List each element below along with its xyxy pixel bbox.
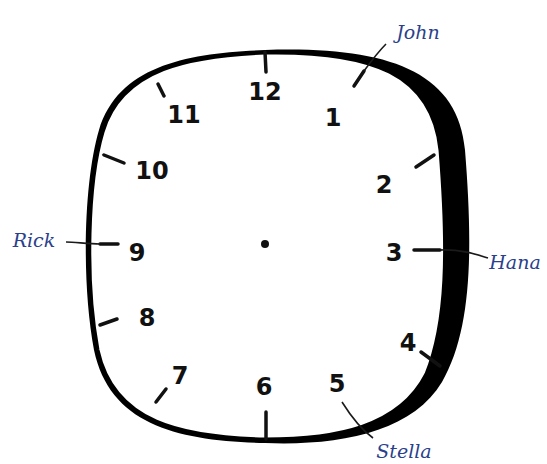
leader-lines <box>66 44 488 438</box>
clock-number: 3 <box>386 241 403 265</box>
clock-number: 9 <box>129 241 146 265</box>
clock-number: 8 <box>139 306 156 330</box>
person-name: Stella <box>376 442 431 461</box>
tick-marks <box>100 52 440 439</box>
clock-number: 6 <box>256 375 273 399</box>
clock-number: 1 <box>325 106 342 130</box>
clock-number: 2 <box>376 173 393 197</box>
clock-number: 5 <box>329 372 346 396</box>
clock-number: 10 <box>135 159 168 183</box>
clock-rim <box>86 50 469 444</box>
clock-number: 7 <box>172 364 189 388</box>
clock-number: 12 <box>248 80 281 104</box>
person-name: John <box>396 23 440 42</box>
clock-number: 4 <box>400 331 417 355</box>
clock-face <box>90 53 445 439</box>
person-name: Hana <box>489 253 540 272</box>
clock-number: 11 <box>167 103 200 127</box>
person-name: Rick <box>13 231 56 250</box>
center-dot <box>261 240 269 248</box>
